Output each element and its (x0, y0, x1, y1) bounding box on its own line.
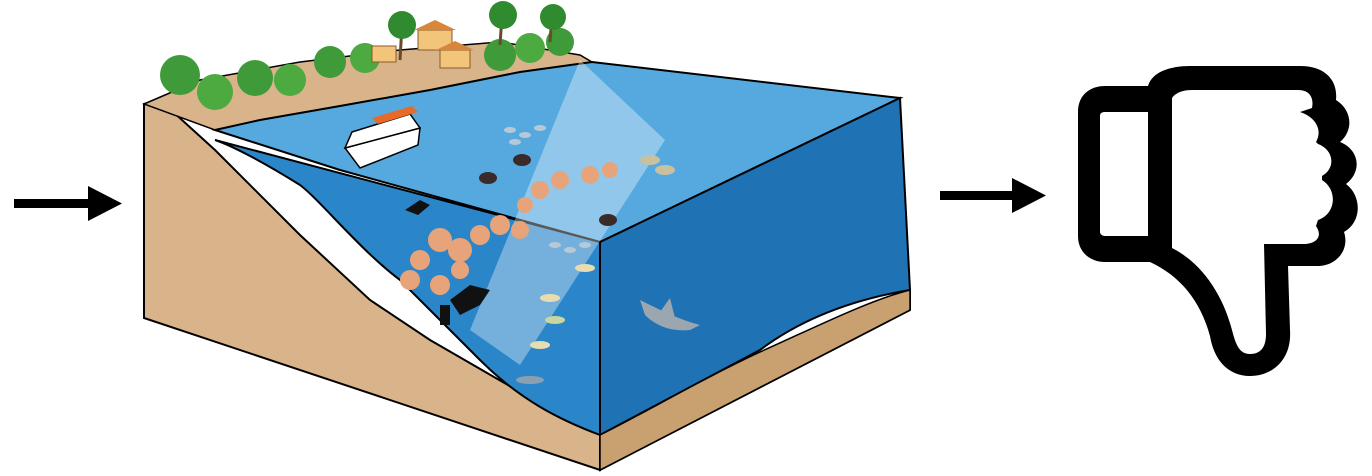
reef-block-diagram (144, 1, 910, 470)
input-arrow (14, 186, 122, 221)
output-arrow (940, 178, 1046, 213)
thumbs-down-icon (1078, 66, 1358, 376)
